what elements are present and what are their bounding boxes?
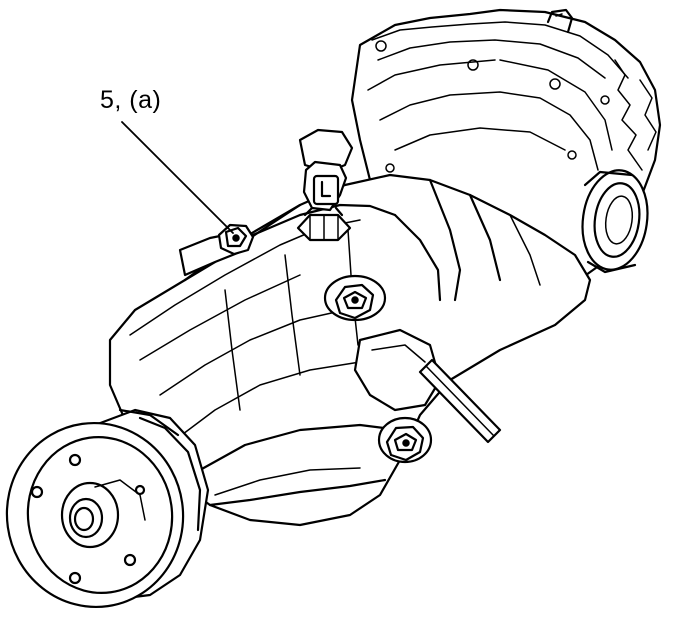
callout-leader-line: [121, 121, 234, 234]
companion-flange: [5, 408, 210, 609]
bolt-center: [323, 274, 387, 322]
bolt-lower: [377, 416, 433, 464]
callout-label: 5, (a): [100, 86, 162, 114]
bolt-callout-5: [217, 223, 255, 256]
cable-rod: [418, 358, 502, 444]
axle-output-flange: [581, 169, 649, 274]
speed-sensor: [296, 128, 354, 242]
